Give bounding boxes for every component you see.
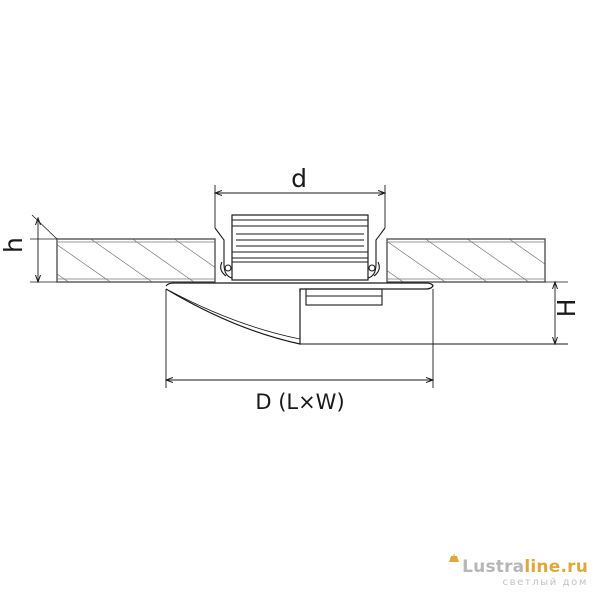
ceiling-slab-right: [386, 238, 546, 283]
dimension-H: [300, 282, 568, 344]
label-h: h: [0, 237, 28, 253]
fixture-trim: [165, 282, 434, 345]
spring-clip-right: [367, 227, 386, 279]
watermark-tagline: светлый дом: [502, 577, 588, 588]
fixture-housing: [231, 214, 369, 281]
watermark-logo: Lustraline.ru: [447, 554, 588, 576]
dimension-d: [215, 185, 385, 228]
watermark-brand-main: Lustra: [462, 557, 525, 577]
label-d: d: [291, 164, 307, 193]
label-H: H: [552, 299, 581, 318]
dimension-D: [166, 289, 433, 388]
watermark-brand-accent: line.ru: [524, 557, 588, 577]
spring-clip-left: [214, 227, 233, 279]
ceiling-slab-left: [56, 238, 216, 283]
watermark: Lustraline.ru светлый дом: [447, 554, 588, 588]
lamp-icon: [449, 554, 460, 562]
label-D: D (L×W): [255, 390, 344, 414]
